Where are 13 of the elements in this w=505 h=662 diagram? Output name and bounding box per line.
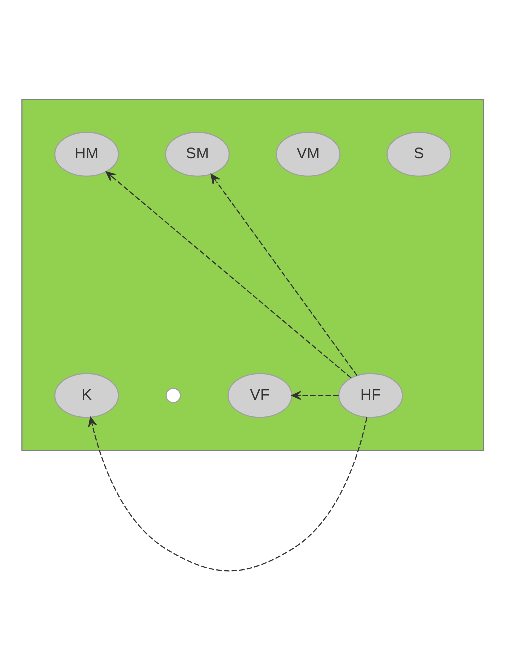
arrow [210, 174, 358, 376]
node-ellipse: S [386, 132, 451, 177]
node-ellipse: HF [338, 373, 403, 418]
node-ellipse: K [54, 373, 119, 418]
node-ellipse: HM [54, 132, 119, 177]
node-ellipse: SM [164, 132, 230, 177]
arrow [88, 417, 368, 572]
cluster [21, 99, 484, 452]
node-ellipse: VF [227, 373, 292, 418]
arrow [105, 172, 352, 379]
arrow [291, 391, 338, 400]
node-ellipse: VM [276, 132, 340, 177]
node-circle [165, 388, 181, 404]
